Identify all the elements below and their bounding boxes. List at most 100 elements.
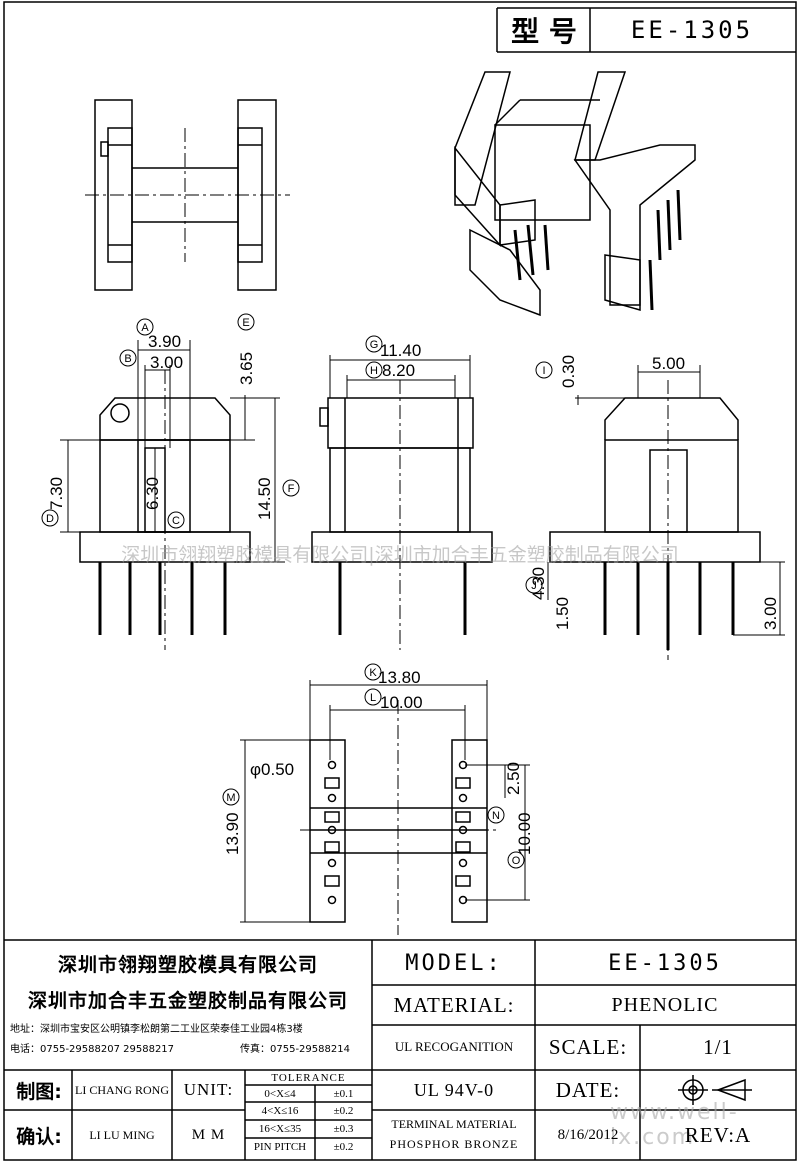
date-value: 8/16/2012 — [557, 1126, 619, 1143]
callout-circle-f — [282, 479, 300, 497]
ul-value: UL 94V-0 — [413, 1079, 495, 1100]
tolerance-value: ±0.2 — [333, 1141, 354, 1153]
callout-letter-o: O — [512, 855, 521, 867]
pin-hole — [327, 858, 337, 868]
top-view — [85, 99, 290, 291]
tolerance-range: PIN PITCH — [253, 1141, 307, 1153]
pin-slot — [455, 841, 471, 853]
model-label: MODEL: — [405, 950, 503, 976]
dim-pin-dia: φ0.50 — [250, 760, 294, 779]
front-view — [60, 340, 285, 650]
scale-label: SCALE: — [548, 1034, 628, 1059]
callout-letter-d: D — [46, 513, 54, 525]
pin-slot — [324, 841, 340, 853]
dim-f: 14.50 — [255, 477, 274, 520]
dim-j-right: 3.00 — [761, 597, 780, 630]
pin-holes — [324, 760, 471, 905]
dim-j-low: 1.50 — [553, 597, 572, 630]
callout-circle-k — [364, 663, 382, 681]
tolerance-value: ±0.1 — [333, 1088, 354, 1100]
callout-circle-m — [222, 788, 240, 806]
pin-hole — [458, 858, 468, 868]
pin-slot — [324, 777, 340, 789]
company-phone: 电话：0755-29588207 29588217 — [10, 1043, 175, 1055]
dimension-texts: 3.90 3.00 3.65 7.30 6.30 14.50 11.40 8.2… — [47, 332, 780, 855]
projection-symbol-icon — [678, 1075, 752, 1105]
callout-circle-h — [365, 361, 383, 379]
callout-letter-j: J — [531, 580, 537, 592]
terminal-material-value: PHOSPHOR BRONZE — [389, 1136, 519, 1151]
watermark: 深圳市翎翔塑胶模具有限公司|深圳市加合丰五金塑胶制品有限公司 — [121, 544, 679, 566]
unit-label: UNIT: — [183, 1080, 234, 1099]
callout-letter-m: M — [226, 792, 235, 804]
dim-a: 3.90 — [148, 332, 181, 351]
dim-i-top: 5.00 — [652, 354, 685, 373]
pin-slot — [455, 777, 471, 789]
callout-circle-j — [525, 576, 543, 594]
pin-slot — [455, 811, 471, 823]
bottom-view — [240, 680, 530, 935]
tolerance-range: 0<X≤4 — [264, 1088, 296, 1100]
pin-slot — [324, 811, 340, 823]
title-block-grid — [4, 939, 796, 1160]
callout-letter-n: N — [492, 810, 500, 822]
tolerance-range: 16<X≤35 — [258, 1123, 302, 1135]
header-model-label: 型 号 — [511, 15, 577, 48]
tolerance-range: 4<X≤16 — [261, 1105, 299, 1117]
callout-circle-b — [119, 349, 137, 367]
callout-letter-e: E — [242, 317, 249, 329]
callout-letter-i: I — [542, 365, 545, 377]
dim-o: 10.00 — [515, 812, 534, 855]
callout-letter-k: K — [369, 667, 377, 679]
callout-circle-d — [41, 509, 59, 527]
model-value: EE-1305 — [608, 950, 722, 976]
pin-hole — [327, 760, 337, 770]
dim-b: 3.00 — [150, 353, 183, 372]
pin-slot — [455, 875, 471, 887]
isometric-view — [454, 71, 696, 317]
company-address: 地址：深圳市宝安区公明镇李松朗第二工业区荣泰佳工业园4栋3楼 — [10, 1023, 303, 1035]
pin-hole — [458, 895, 468, 905]
checked-by-label: 确认: — [16, 1125, 62, 1148]
callout-circle-n — [487, 806, 505, 824]
pin-hole — [327, 793, 337, 803]
material-label: MATERIAL: — [393, 992, 515, 1017]
callout-circle-a — [136, 318, 154, 336]
callout-circle-l — [364, 688, 382, 706]
date-label: DATE: — [555, 1077, 621, 1102]
callout-circle-o — [507, 851, 525, 869]
pin-hole — [327, 825, 337, 835]
callout-letter-h: H — [370, 365, 378, 377]
drawn-by-name: LI CHANG RONG — [75, 1082, 169, 1097]
header-box — [496, 7, 796, 53]
scale-value: 1/1 — [703, 1034, 733, 1059]
company-fax: 传真：0755-29588214 — [240, 1043, 350, 1055]
dim-d: 7.30 — [47, 477, 66, 510]
company-name-2: 深圳市加合丰五金塑胶制品有限公司 — [27, 989, 348, 1012]
material-value: PHENOLIC — [611, 993, 719, 1016]
callout-letter-b: B — [124, 353, 131, 365]
revision: REV:A — [684, 1122, 752, 1147]
callout-circle-c — [167, 511, 185, 529]
watermark-url: www.well-lx.com — [610, 1100, 739, 1150]
dim-n: 2.50 — [504, 762, 523, 795]
drawn-by-label: 制图: — [16, 1080, 62, 1103]
callout-letter-a: A — [141, 322, 149, 334]
pin-hole — [458, 793, 468, 803]
callout-letter-g: G — [370, 339, 379, 351]
callout-circle-i — [535, 361, 553, 379]
pin-hole — [458, 825, 468, 835]
pin-slot — [324, 875, 340, 887]
callout-letter-l: L — [370, 692, 376, 704]
pin-hole — [327, 895, 337, 905]
company-name-1: 深圳市翎翔塑胶模具有限公司 — [57, 953, 318, 976]
side-view — [311, 355, 493, 650]
drawing-frame — [3, 1, 797, 1161]
end-view — [547, 365, 785, 660]
dim-l: 10.00 — [380, 693, 423, 712]
terminal-material-label: TERMINAL MATERIAL — [391, 1116, 517, 1131]
dim-g: 11.40 — [380, 341, 421, 360]
unit-value: M M — [191, 1126, 226, 1143]
